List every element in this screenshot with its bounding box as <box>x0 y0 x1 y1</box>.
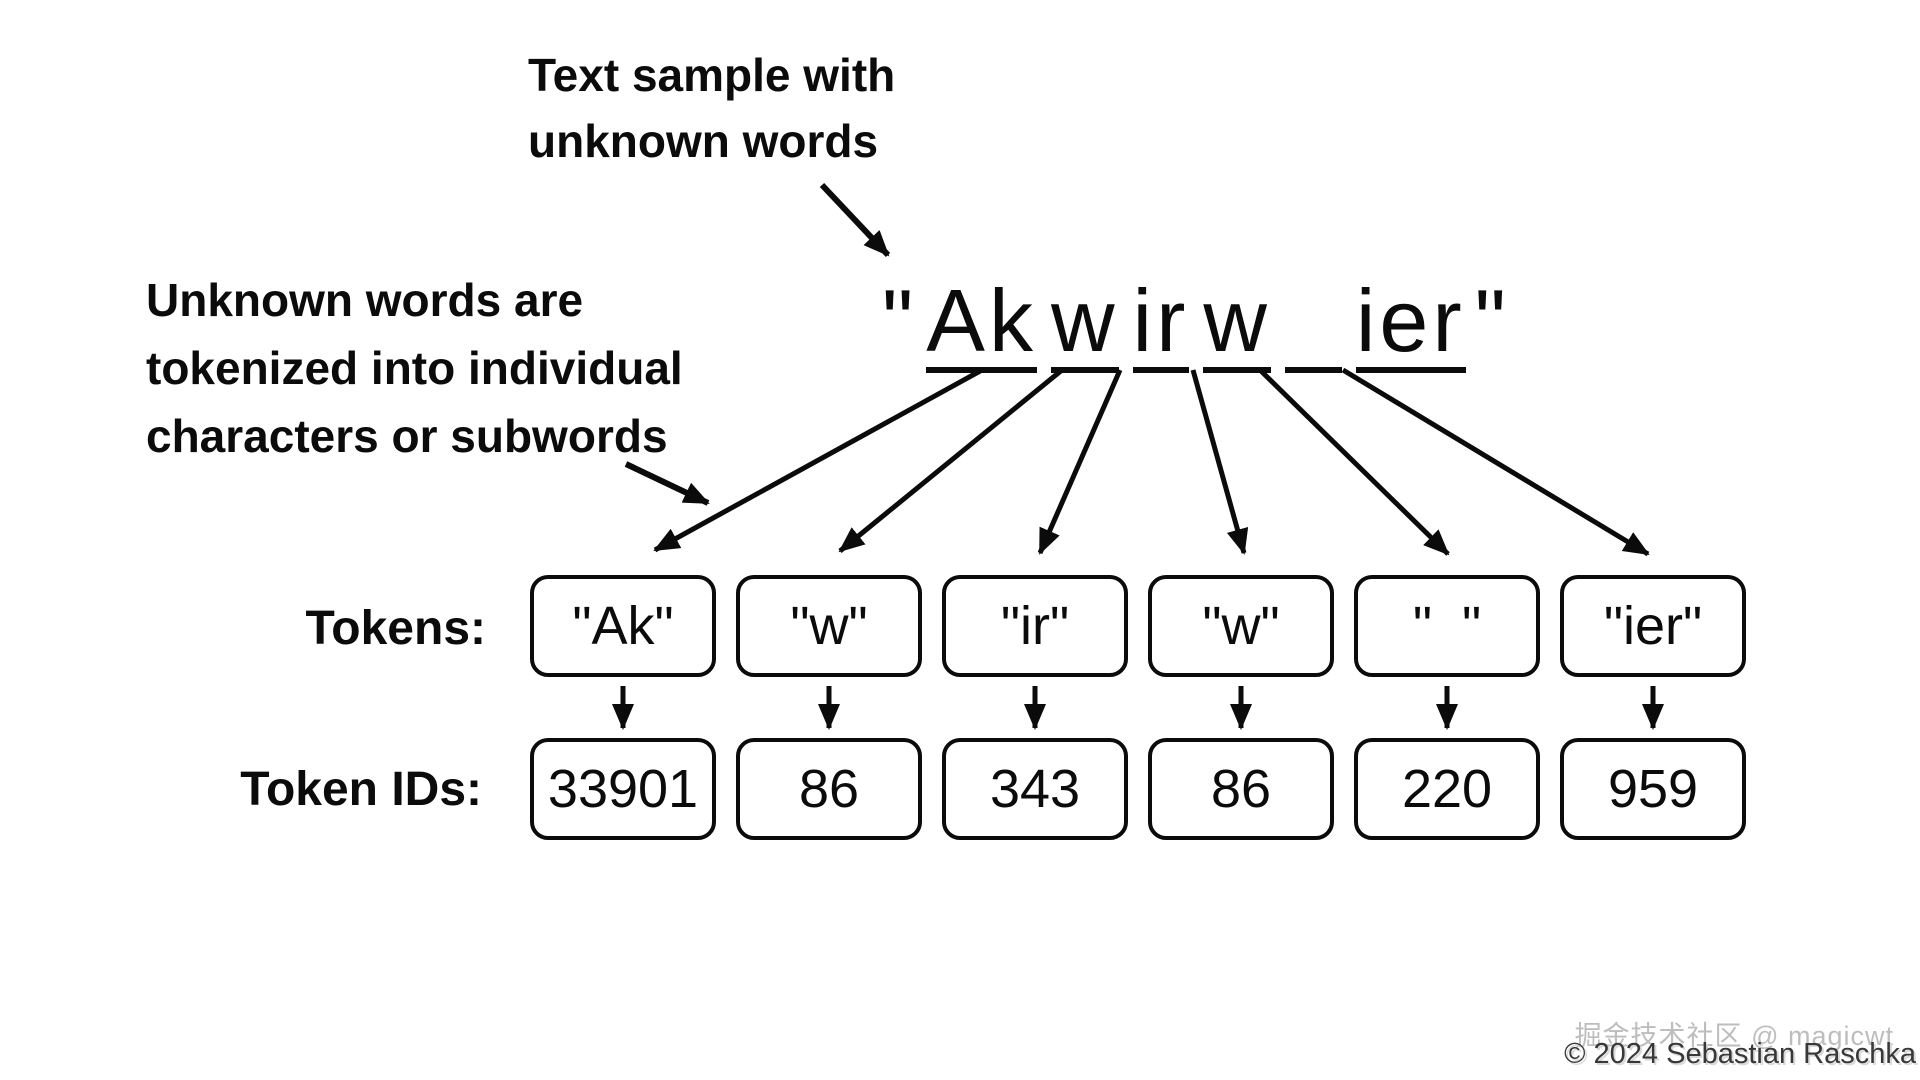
top-annotation: Text sample with unknown words <box>528 42 895 174</box>
token-id-box-3: 343 <box>942 738 1128 840</box>
open-quote: " <box>882 271 918 370</box>
left-annotation: Unknown words are tokenized into individ… <box>146 266 683 470</box>
token-box-3: "ir" <box>942 575 1128 677</box>
fan-arrow-w1 <box>838 368 1064 553</box>
token-ids-row-label: Token IDs: <box>240 763 482 816</box>
fan-arrow-space <box>1258 368 1450 556</box>
sample-segment-w1: w <box>1050 277 1119 373</box>
token-id-box-1: 33901 <box>530 738 716 840</box>
sample-segment-ir: ir <box>1132 277 1190 373</box>
sample-segment-ak: Ak <box>926 277 1037 373</box>
fan-arrow-w2 <box>1190 369 1249 555</box>
token-id-box-6: 959 <box>1560 738 1746 840</box>
token-box-1: "Ak" <box>530 575 716 677</box>
close-quote: " <box>1474 271 1510 370</box>
token-id-box-2: 86 <box>736 738 922 840</box>
copyright-notice: © 2024 Sebastian Raschka <box>1564 1038 1916 1070</box>
fan-arrow-ak <box>653 367 984 553</box>
fan-arrow-ir <box>1037 368 1123 555</box>
left-annotation-line2: tokenized into individual <box>146 342 683 394</box>
fan-arrow-ier <box>1341 367 1650 557</box>
tokens-row-label: Tokens: <box>305 602 486 655</box>
token-box-6: "ier" <box>1560 575 1746 677</box>
top-annotation-arrow <box>819 182 891 258</box>
left-annotation-line3: characters or subwords <box>146 410 668 462</box>
token-box-2: "w" <box>736 575 922 677</box>
token-id-box-5: 220 <box>1354 738 1540 840</box>
community-watermark: 掘金技术社区 @ magicwt <box>1574 1021 1894 1051</box>
token-id-box-4: 86 <box>1148 738 1334 840</box>
sample-segment-space <box>1284 277 1342 373</box>
sample-segment-ier: ier <box>1355 277 1466 373</box>
top-annotation-line1: Text sample with <box>528 49 896 101</box>
token-box-5: " " <box>1354 575 1540 677</box>
top-annotation-line2: unknown words <box>528 115 879 167</box>
sample-segment-w2: w <box>1203 277 1271 373</box>
left-annotation-line1: Unknown words are <box>146 274 584 326</box>
token-box-4: "w" <box>1148 575 1334 677</box>
